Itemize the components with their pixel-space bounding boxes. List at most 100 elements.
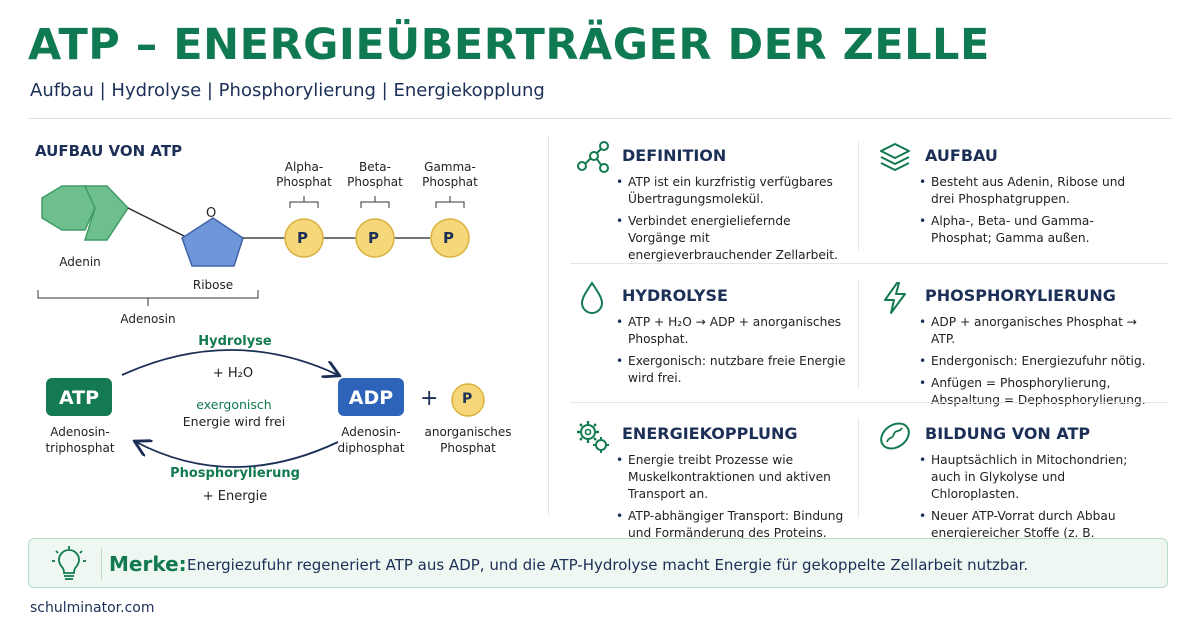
card-hydrolyse: HYDROLYSE ATP + H₂O → ADP + anorganische… [552,280,845,410]
atp-name-line2: triphosphat [45,441,115,455]
column-divider [548,135,549,515]
alpha-phosphate [284,218,324,258]
merke-label: Merke: [109,552,187,576]
energie-frei-label: Energie wird frei [182,414,286,429]
mitochondrion-icon [880,422,910,450]
gamma-p-symbol: P [443,229,454,247]
header-divider [28,118,1172,119]
droplet-icon [580,281,604,314]
card-bullets: ATP ist ein kurzfristig verfügbares Über… [614,174,846,269]
phosphorylierung-arrow [136,442,339,468]
hydrolyse-arrow [121,349,338,375]
card-title: PHOSPHORYLIERUNG [925,286,1116,305]
card-bildung: BILDUNG VON ATP Hauptsächlich in Mitocho… [855,418,1145,557]
gamma-phosphate [430,218,470,258]
diagram-title: AUFBAU VON ATP [35,142,183,160]
pi-name: anorganisches Phosphat [420,424,516,456]
card-divider [858,418,859,518]
page-title: ATP – ENERGIEÜBERTRÄGER DER ZELLE [28,20,990,70]
adp-box-label: ADP [348,387,394,409]
glycosidic-bond [127,207,189,239]
atp-diagram: AUFBAU VON ATP Alpha- Phosphat Beta- Pho… [0,120,548,530]
card-bullets: ADP + anorganisches Phosphat → ATP. Ende… [917,314,1149,414]
footer-url: schulminator.com [30,600,155,616]
ribose-label: Ribose [192,278,234,292]
card-title: DEFINITION [622,146,727,165]
card-title: AUFBAU [925,146,998,165]
ribose-ring [181,217,244,267]
adp-box [338,378,404,416]
list-item: Besteht aus Adenin, Ribose und drei Phos… [917,174,1149,208]
list-item: Energie treibt Prozesse wie Muskelkontra… [614,452,846,503]
beta-label: Beta- Phosphat [341,160,409,190]
card-bullets: Energie treibt Prozesse wie Muskelkontra… [614,452,846,547]
gears-icon [577,421,609,453]
card-bullets: Besteht aus Adenin, Ribose und drei Phos… [917,174,1149,252]
oxygen-label: O [206,206,217,221]
gamma-label-line2: Phosphat [422,175,478,189]
card-energiekopplung: ENERGIEKOPPLUNG Energie treibt Prozesse … [552,418,843,548]
row-divider [570,263,1168,264]
adp-name: Adenosin- diphosphat [326,424,416,456]
pi-name-line2: Phosphat [440,441,496,455]
exergonisch-label: exergonisch [196,397,272,412]
list-item: ATP-abhängiger Transport: Bindung und Fo… [614,508,846,542]
card-title: ENERGIEKOPPLUNG [622,424,798,443]
card-phosphorylierung: PHOSPHORYLIERUNG ADP + anorganisches Pho… [855,280,1146,410]
gamma-label: Gamma- Phosphat [416,160,484,190]
card-aufbau: AUFBAU Besteht aus Adenin, Ribose und dr… [855,140,1145,270]
card-bullets: Hauptsächlich in Mitochondrien; auch in … [917,452,1149,564]
hydrolyse-label: Hydrolyse [198,334,272,349]
list-item: ADP + anorganisches Phosphat → ATP. [917,314,1149,348]
pi-symbol: P [462,391,473,407]
list-item: Hauptsächlich in Mitochondrien; auch in … [917,452,1149,503]
beta-bracket [360,196,390,208]
atp-name: Adenosin- triphosphat [36,424,124,456]
list-item: Verbindet energieliefernde Vorgänge mit … [614,213,846,264]
plus-sign: + [420,386,439,411]
adenine-ring-left [41,185,96,231]
card-definition: DEFINITION ATP ist ein kurzfristig verfü… [552,140,842,270]
list-item: Alpha-, Beta- und Gamma-Phosphat; Gamma … [917,213,1149,247]
alpha-label-line1: Alpha- [284,160,324,174]
gamma-label-line1: Gamma- [424,160,476,174]
adp-name-line2: diphosphat [337,441,405,455]
atp-box-label: ATP [58,387,100,409]
lightbulb-icon [52,546,86,580]
lightning-icon [884,282,906,314]
pi-name-line1: anorganisches [424,425,512,439]
merke-text: Energiezufuhr regeneriert ATP aus ADP, u… [187,556,1029,574]
list-item: Endergonisch: Energiezufuhr nötig. [917,353,1149,370]
molecule-icon [577,141,609,173]
beta-phosphate [355,218,395,258]
card-bullets: ATP + H₂O → ADP + anorganisches Phosphat… [614,314,846,392]
card-title: BILDUNG VON ATP [925,424,1091,443]
alpha-bracket [289,196,319,208]
alpha-label-line2: Phosphat [276,175,332,189]
phosphorylierung-label: Phosphorylierung [170,466,300,481]
card-title: HYDROLYSE [622,286,728,305]
page-subtitle: Aufbau | Hydrolyse | Phosphorylierung | … [30,80,545,101]
merke-box: Merke: Energiezufuhr regeneriert ATP aus… [28,538,1168,588]
water-label: + H₂O [212,366,254,381]
atp-box [46,378,112,416]
list-item: ATP + H₂O → ADP + anorganisches Phosphat… [614,314,846,348]
row-divider [570,402,1168,403]
alpha-label: Alpha- Phosphat [270,160,338,190]
list-item: ATP ist ein kurzfristig verfügbares Über… [614,174,846,208]
beta-label-line2: Phosphat [347,175,403,189]
inorganic-phosphate [451,383,485,417]
card-divider [858,142,859,250]
adp-name-line1: Adenosin- [341,425,401,439]
beta-p-symbol: P [368,229,379,247]
alpha-p-symbol: P [297,229,308,247]
gamma-bracket [435,196,465,208]
layers-icon [880,143,910,171]
adenosin-label: Adenosin [120,312,176,326]
atp-diagram-graphic [37,185,485,468]
atp-name-line1: Adenosin- [50,425,110,439]
adenine-ring-right [83,185,129,241]
adenosin-bracket [37,290,259,306]
list-item: Anfügen = Phosphorylierung, Abspaltung =… [917,375,1149,409]
beta-label-line1: Beta- [358,160,391,174]
